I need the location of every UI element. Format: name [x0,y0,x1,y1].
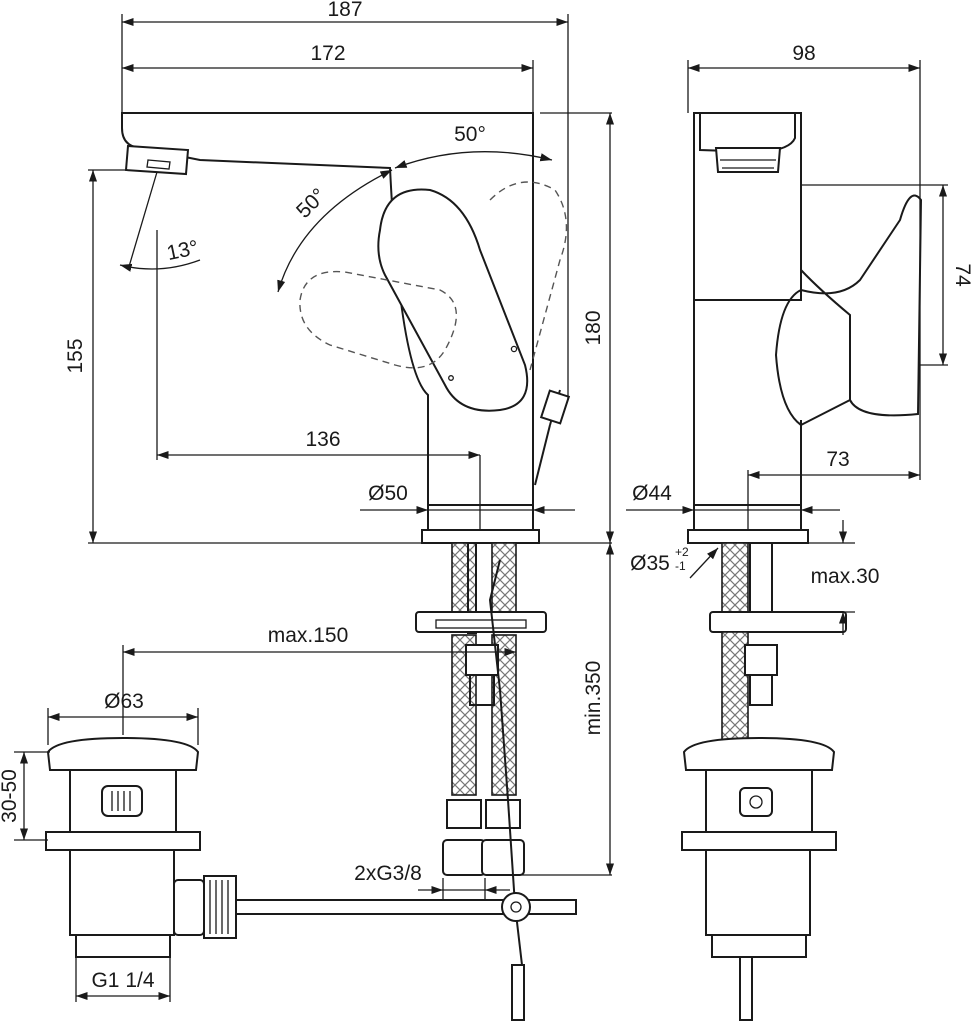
front-under-counter [415,542,547,1021]
side-tap-body [687,112,923,544]
pull-rod-knob [539,389,571,425]
dim-spout-angle: 13° [165,236,201,265]
fixing-nut [465,644,499,676]
dim-total-width: 187 [327,0,362,21]
dim-hole-tol-minus: -1 [675,559,686,573]
front-tap-body [121,112,571,544]
dim-max-deck: max.30 [811,565,880,588]
dim-spout-projection: 136 [305,428,340,451]
dim-base-diameter-front: Ø50 [368,482,408,505]
dim-spout-height: 155 [64,338,87,373]
dim-hole-tol-plus: +2 [675,545,689,559]
dim-side-depth: 98 [792,42,815,65]
front-base-plate [421,529,540,544]
dim-connections: 2xG3/8 [354,862,422,885]
fixing-plate [415,611,547,633]
dim-pull-rod-reach: max.150 [268,624,349,647]
dim-lever-angle-left: 50° [292,184,331,223]
side-handle [800,194,923,417]
dim-waste-thread: G1 1/4 [91,969,154,992]
front-aerator [124,144,190,176]
dim-lever-angle-right: 50° [454,123,486,146]
dim-handle-height: 74 [951,263,971,287]
dim-overall-height: 180 [582,310,605,345]
front-waste [45,736,577,958]
dimension-lines [14,14,948,1002]
dim-hose-length: min.350 [582,661,605,736]
dim-base-diameter-side: Ø44 [632,482,672,505]
dim-side-projection: 73 [826,448,849,471]
dim-waste-range: 30-50 [0,769,21,823]
dimension-labels: 187 172 98 50° 50° 13° 155 180 74 136 73… [0,0,971,992]
dim-spout-reach: 172 [310,42,345,65]
dim-hole-diameter: Ø35 [630,552,670,575]
side-under-counter [681,542,847,1021]
dim-waste-diameter: Ø63 [104,690,144,713]
